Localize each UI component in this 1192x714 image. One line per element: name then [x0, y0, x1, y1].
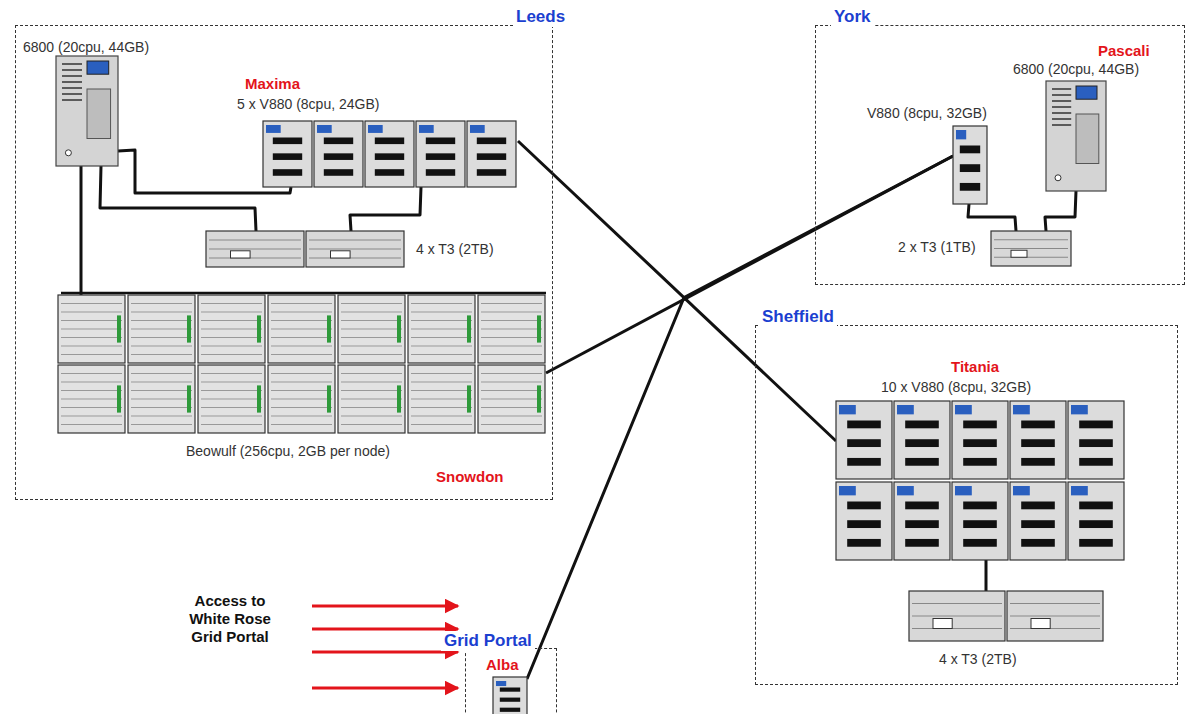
- machine-group: Titania 10 x V880 (8cpu, 32GB): [826, 356, 1136, 566]
- red-arrow: [312, 606, 458, 688]
- system-name: Pascali: [1098, 42, 1150, 59]
- site-region: Leeds6800 (20cpu, 44GB)Maxima5 x V880 (8…: [15, 25, 553, 500]
- machine-group: 4 x T3 (2TB): [201, 223, 521, 273]
- system-name: Titania: [951, 358, 999, 375]
- server-spec: 6800 (20cpu, 44GB): [23, 39, 149, 55]
- system-name: Maxima: [245, 75, 300, 92]
- network-link: [80, 166, 83, 295]
- machine-group: Beowulf (256cpu, 2GB per node) Snowdon: [41, 283, 551, 493]
- access-note: Access to White Rose Grid Portal: [180, 592, 280, 646]
- server-illustration: [41, 283, 551, 493]
- network-link: [100, 166, 256, 231]
- storage-spec: 4 x T3 (2TB): [416, 241, 494, 257]
- system-name: Snowdon: [436, 468, 504, 485]
- server-spec: 5 x V880 (8cpu, 24GB): [237, 96, 379, 112]
- site-region: YorkV880 (8cpu, 32GB)Pascali6800 (20cpu,…: [815, 25, 1185, 285]
- server-spec: 10 x V880 (8cpu, 32GB): [881, 379, 1031, 395]
- server-illustration: [21, 36, 186, 176]
- server-spec: V880 (8cpu, 32GB): [867, 105, 987, 121]
- machine-group: 6800 (20cpu, 44GB): [21, 36, 186, 176]
- server-spec: 6800 (20cpu, 44GB): [1013, 61, 1139, 77]
- storage-spec: 2 x T3 (1TB): [898, 239, 976, 255]
- machine-group: Maxima 5 x V880 (8cpu, 24GB): [196, 63, 531, 191]
- machine-group: 2 x T3 (1TB): [891, 226, 1076, 276]
- region-heading: Sheffield: [759, 307, 837, 327]
- region-heading: York: [831, 7, 874, 27]
- site-region: Grid PortalAlba: [465, 648, 557, 714]
- network-link: [968, 204, 1016, 231]
- cluster-spec: Beowulf (256cpu, 2GB per node): [186, 443, 390, 459]
- region-heading: Leeds: [513, 7, 568, 27]
- network-link: [985, 560, 988, 591]
- network-link: [1045, 191, 1076, 231]
- region-heading: Grid Portal: [441, 631, 535, 651]
- site-region: SheffieldTitania10 x V880 (8cpu, 32GB)4 …: [755, 325, 1178, 685]
- network-link: [527, 156, 953, 679]
- system-name: Alba: [486, 656, 519, 673]
- machine-group: 4 x T3 (2TB): [901, 583, 1111, 678]
- machine-group: Pascali 6800 (20cpu, 44GB): [1006, 39, 1182, 196]
- machine-group: Alba: [479, 653, 549, 714]
- network-link: [350, 187, 421, 231]
- network-link: [518, 141, 836, 441]
- machine-group: V880 (8cpu, 32GB): [861, 101, 996, 211]
- storage-spec: 4 x T3 (2TB): [939, 651, 1017, 667]
